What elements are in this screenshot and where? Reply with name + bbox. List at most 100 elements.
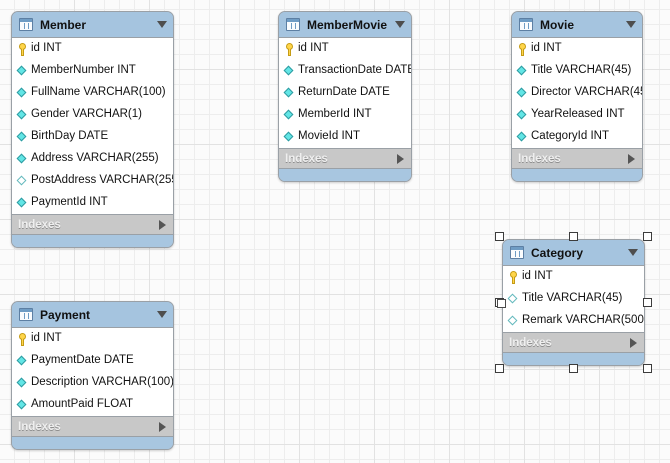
chevron-down-icon-member[interactable] (157, 21, 167, 28)
column-row[interactable]: MovieId INT (279, 126, 411, 148)
column-row[interactable]: CategoryId INT (512, 126, 642, 148)
table-columns-payment: id INT PaymentDate DATE Description VARCHA… (12, 327, 173, 417)
expand-arrow-icon-payment[interactable] (159, 421, 166, 432)
column-row[interactable]: YearReleased INT (512, 104, 642, 126)
resize-handle-s[interactable] (569, 364, 578, 373)
column-row[interactable]: TransactionDate DATE (279, 60, 411, 82)
column-row[interactable]: id INT (12, 38, 173, 60)
column-row[interactable]: Title VARCHAR(45) (503, 288, 644, 310)
column-label: Director VARCHAR(45) (531, 86, 643, 99)
table-node-membermovie[interactable]: MemberMovie id INT TransactionDate DATE Ret… (278, 11, 412, 182)
table-node-movie[interactable]: Movie id INT Title VARCHAR(45) Director VAR… (511, 11, 643, 182)
chevron-down-icon-movie[interactable] (626, 21, 636, 28)
column-label: Title VARCHAR(45) (522, 292, 623, 305)
chevron-down-icon-membermovie[interactable] (395, 21, 405, 28)
indexes-label: Indexes (518, 152, 561, 165)
table-icon-membermovie (286, 18, 300, 31)
column-row[interactable]: AmountPaid FLOAT (12, 394, 173, 416)
column-label: FullName VARCHAR(100) (31, 86, 166, 99)
table-node-member[interactable]: Member id INT MemberNumber INT FullName VAR… (11, 11, 174, 248)
indexes-section-payment[interactable]: Indexes (12, 417, 173, 437)
indexes-label: Indexes (18, 218, 61, 231)
column-diamond-icon (16, 355, 29, 368)
table-header-member[interactable]: Member (12, 12, 173, 37)
column-row[interactable]: id INT (503, 266, 644, 288)
table-node-category[interactable]: Category id INT Title VARCHAR(45) Remark VA… (502, 239, 645, 366)
indexes-section-category[interactable]: Indexes (503, 333, 644, 353)
selection-wrapper-category[interactable]: Category id INT Title VARCHAR(45) Remark VA… (495, 232, 652, 373)
resize-handle-sw[interactable] (495, 364, 504, 373)
primary-key-icon (283, 42, 296, 56)
column-row[interactable]: Remark VARCHAR(500) (503, 310, 644, 332)
column-row[interactable]: Director VARCHAR(45) (512, 82, 642, 104)
column-diamond-icon (283, 87, 296, 100)
column-diamond-icon (16, 87, 29, 100)
column-row[interactable]: Address VARCHAR(255) (12, 148, 173, 170)
column-diamond-icon (16, 153, 29, 166)
column-diamond-icon (516, 65, 529, 78)
table-columns-membermovie: id INT TransactionDate DATE ReturnDate DAT… (279, 37, 411, 149)
column-label: id INT (298, 42, 329, 55)
primary-key-icon (16, 332, 29, 346)
table-title-payment: Payment (40, 307, 91, 322)
indexes-label: Indexes (285, 152, 328, 165)
expand-arrow-icon-membermovie[interactable] (397, 153, 404, 164)
resize-handle-e[interactable] (643, 298, 652, 307)
column-label: Description VARCHAR(100) (31, 376, 174, 389)
column-label: ReturnDate DATE (298, 86, 390, 99)
column-row[interactable]: PostAddress VARCHAR(255) (12, 170, 173, 192)
expand-arrow-icon-movie[interactable] (628, 153, 635, 164)
column-label: Title VARCHAR(45) (531, 64, 632, 77)
column-row[interactable]: id INT (12, 328, 173, 350)
column-row[interactable]: FullName VARCHAR(100) (12, 82, 173, 104)
expand-arrow-icon-member[interactable] (159, 219, 166, 230)
column-label: id INT (31, 332, 62, 345)
column-row[interactable]: Title VARCHAR(45) (512, 60, 642, 82)
column-label: id INT (531, 42, 562, 55)
expand-arrow-icon-category[interactable] (630, 337, 637, 348)
column-row[interactable]: id INT (279, 38, 411, 60)
table-header-movie[interactable]: Movie (512, 12, 642, 37)
resize-handle-ne[interactable] (643, 232, 652, 241)
column-diamond-icon (283, 131, 296, 144)
indexes-section-membermovie[interactable]: Indexes (279, 149, 411, 169)
column-label: MemberNumber INT (31, 64, 136, 77)
resize-handle-se[interactable] (643, 364, 652, 373)
column-label: PaymentDate DATE (31, 354, 134, 367)
table-header-category[interactable]: Category (503, 240, 644, 265)
column-row[interactable]: PaymentDate DATE (12, 350, 173, 372)
column-row[interactable]: Description VARCHAR(100) (12, 372, 173, 394)
table-icon-movie (519, 18, 533, 31)
column-row[interactable]: MemberId INT (279, 104, 411, 126)
chevron-down-icon-category[interactable] (628, 249, 638, 256)
relationship-anchor-category-title[interactable] (497, 299, 506, 308)
table-icon-member (19, 18, 33, 31)
column-diamond-icon (16, 65, 29, 78)
table-node-payment[interactable]: Payment id INT PaymentDate DATE Description… (11, 301, 174, 450)
indexes-section-member[interactable]: Indexes (12, 215, 173, 235)
table-icon-category (510, 246, 524, 259)
chevron-down-icon-payment[interactable] (157, 311, 167, 318)
table-title-member: Member (40, 17, 87, 32)
table-tail-membermovie (279, 169, 411, 181)
primary-key-icon (507, 270, 520, 284)
column-label: PostAddress VARCHAR(255) (31, 174, 174, 187)
column-row[interactable]: MemberNumber INT (12, 60, 173, 82)
primary-key-icon (16, 42, 29, 56)
column-row[interactable]: Gender VARCHAR(1) (12, 104, 173, 126)
table-header-payment[interactable]: Payment (12, 302, 173, 327)
column-row[interactable]: BirthDay DATE (12, 126, 173, 148)
resize-handle-nw[interactable] (495, 232, 504, 241)
column-label: id INT (522, 270, 553, 283)
column-label: YearReleased INT (531, 108, 625, 121)
indexes-section-movie[interactable]: Indexes (512, 149, 642, 169)
column-row[interactable]: ReturnDate DATE (279, 82, 411, 104)
column-label: PaymentId INT (31, 196, 108, 209)
indexes-label: Indexes (509, 336, 552, 349)
resize-handle-n[interactable] (569, 232, 578, 241)
table-header-membermovie[interactable]: MemberMovie (279, 12, 411, 37)
column-row[interactable]: PaymentId INT (12, 192, 173, 214)
column-label: Remark VARCHAR(500) (522, 314, 645, 327)
column-row[interactable]: id INT (512, 38, 642, 60)
